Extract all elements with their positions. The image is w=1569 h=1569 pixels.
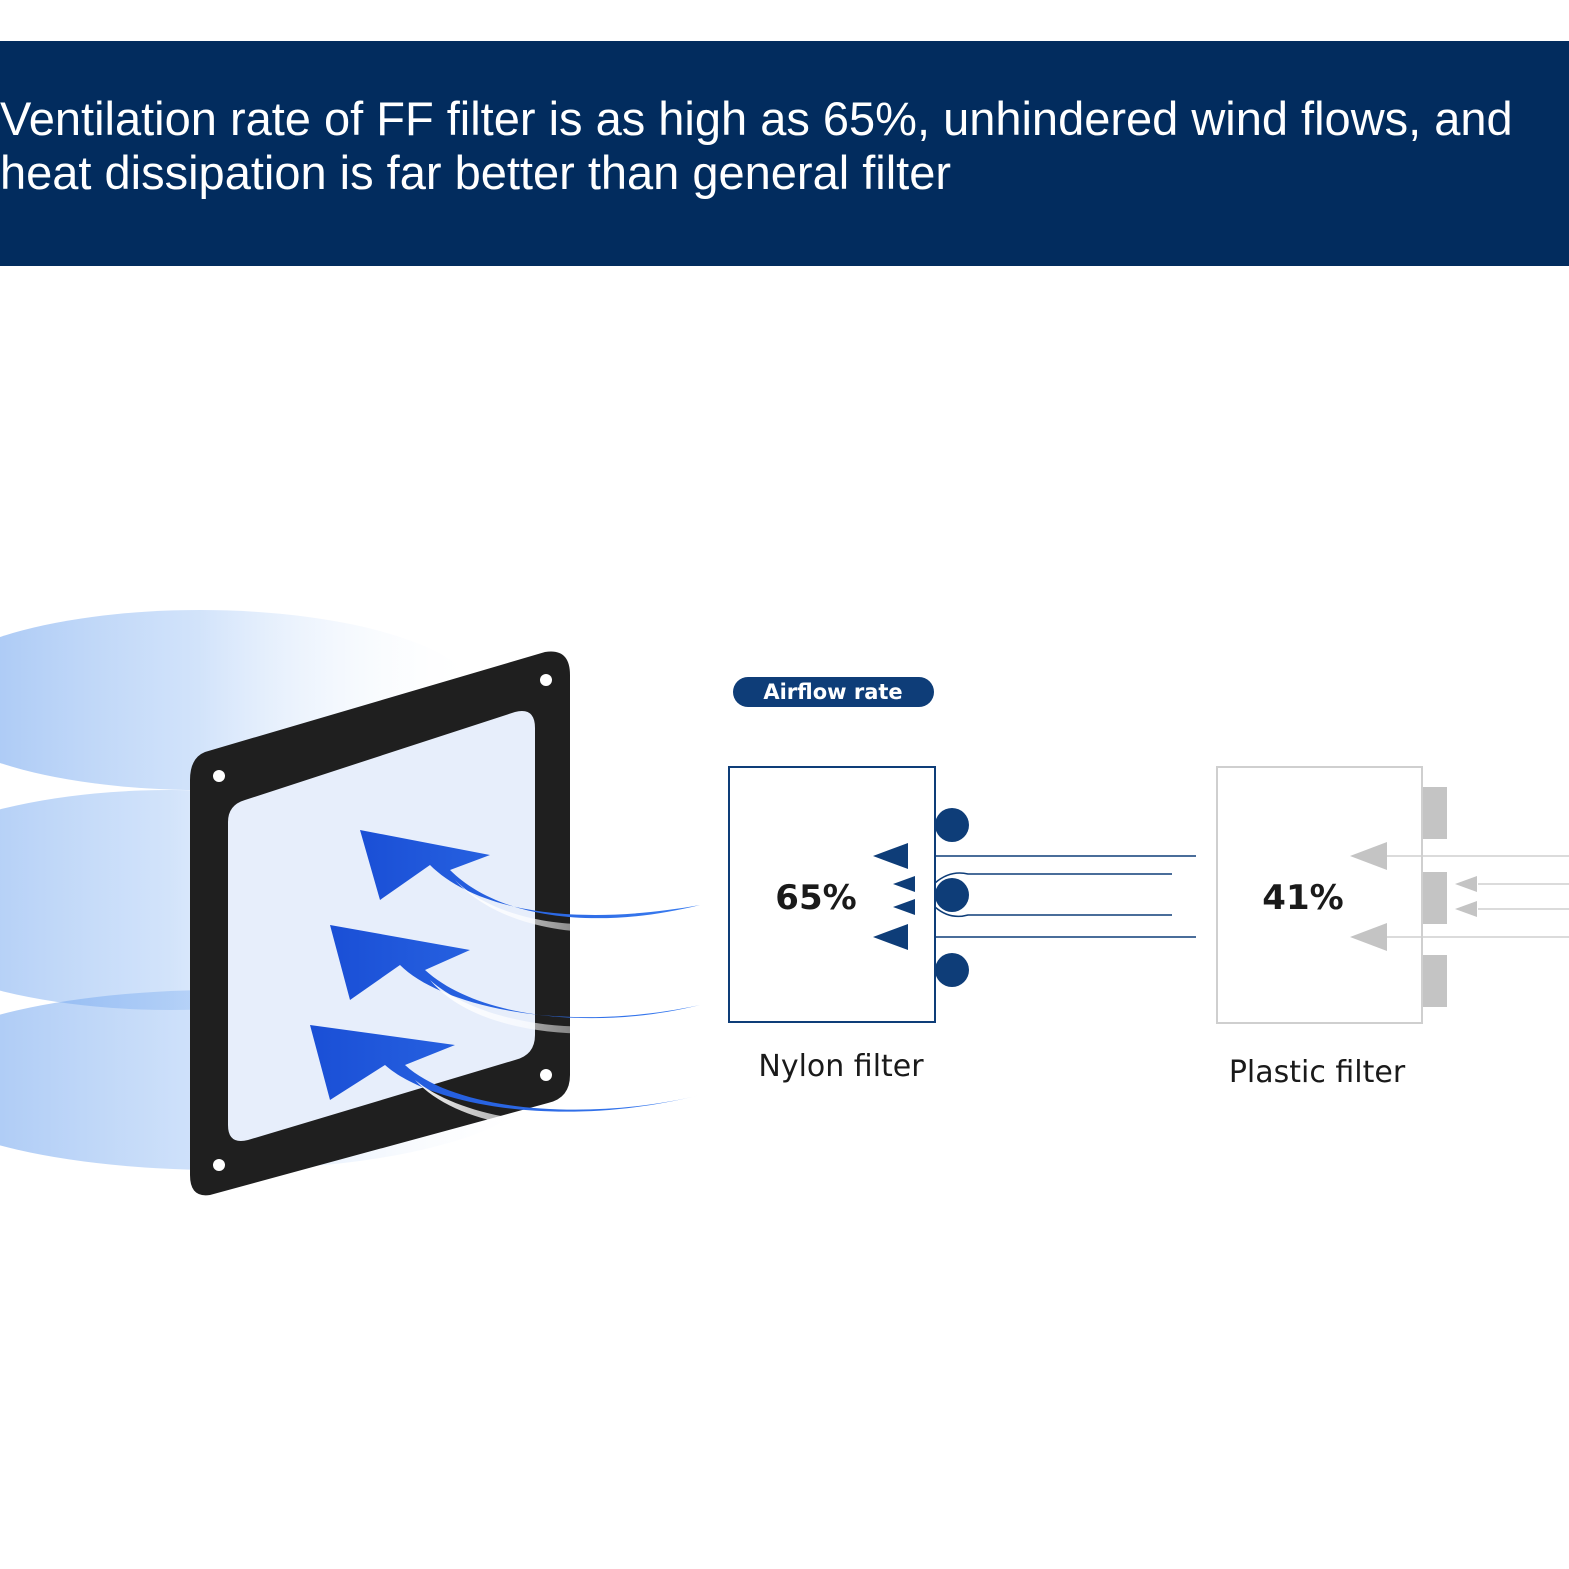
plastic-flow-lines	[1385, 855, 1569, 938]
plastic-filter-diagram: 41% Plastic filter	[1216, 766, 1569, 1090]
airflow-rate-label: Airflow rate	[763, 680, 902, 704]
nylon-arrowheads	[873, 843, 915, 950]
nylon-percent: 65%	[775, 878, 856, 918]
nylon-caption: Nylon filter	[758, 1049, 924, 1084]
plastic-caption: Plastic filter	[1229, 1055, 1406, 1090]
nylon-strand-icon	[935, 808, 969, 987]
airflow-rate-badge: Airflow rate	[733, 677, 934, 707]
headline: Ventilation rate of FF filter is as high…	[0, 92, 1513, 199]
plastic-rib-icon	[1423, 787, 1447, 1007]
nylon-filter-diagram: 65% Nylon filter	[728, 766, 1196, 1084]
fan-filter-frame-icon	[190, 651, 570, 1196]
nylon-flow-lines	[934, 855, 1196, 938]
header-banner	[0, 41, 1569, 266]
plastic-percent: 41%	[1262, 878, 1343, 918]
airflow-arrow-icon	[310, 830, 700, 1130]
plastic-arrowheads	[1350, 842, 1477, 951]
airflow-illustration: Airflow rate 65% Nylon filter 41%	[0, 610, 1569, 1196]
